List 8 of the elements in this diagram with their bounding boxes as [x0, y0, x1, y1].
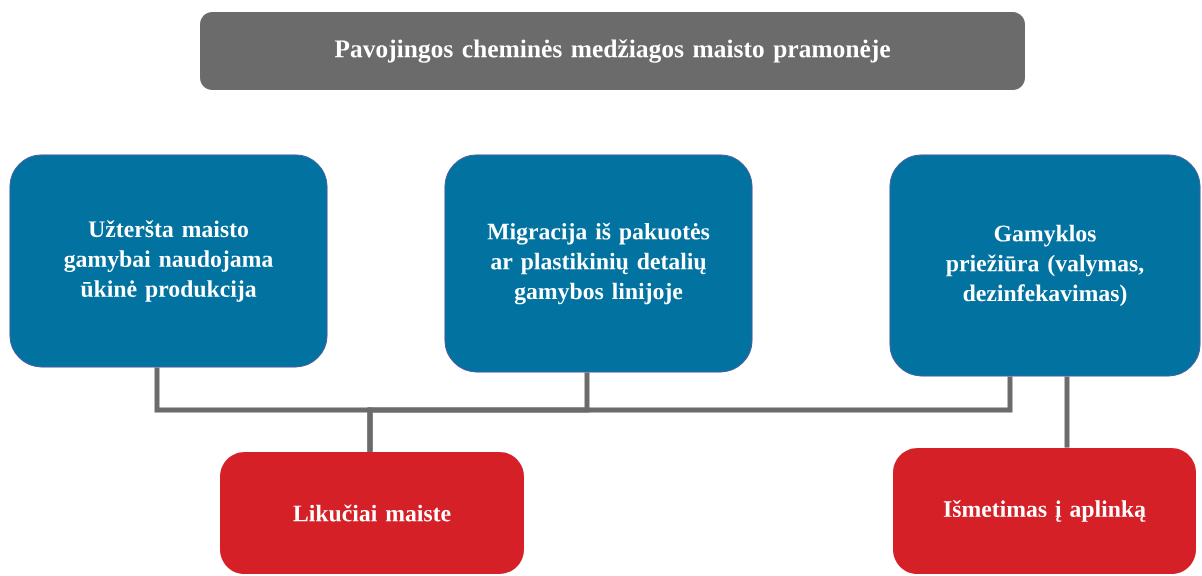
connector-line	[1064, 376, 1070, 448]
outcome-box: Išmetimas į aplinką	[893, 448, 1196, 574]
source-box: Migracija iš pakuotės ar plastikinių detalių gamybos linijoje	[444, 154, 753, 373]
source-box: Gamyklos priežiūra (valymas, dezinfekavimas)	[889, 154, 1201, 377]
title-box: Pavojingos cheminės medžiagos maisto pramonėje	[200, 12, 1025, 90]
connector-line	[367, 376, 1013, 452]
outcome-box: Likučiai maiste	[220, 452, 524, 574]
source-box: Užteršta maisto gamybai naudojama ūkinė produkcija	[9, 154, 328, 368]
